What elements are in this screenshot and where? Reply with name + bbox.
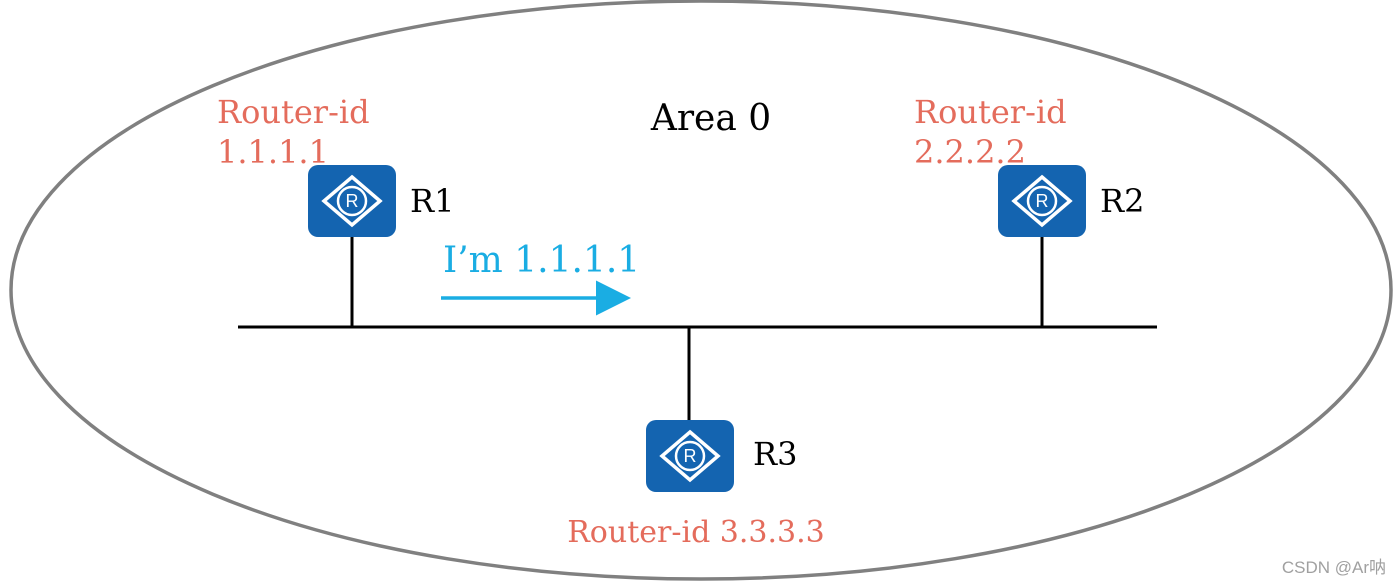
router-r2-label: R2 — [1100, 182, 1144, 220]
router-r1: R1 Router-id 1.1.1.1 — [217, 93, 454, 239]
router-r2-id-value: 2.2.2.2 — [914, 133, 1026, 171]
router-r1-label: R1 — [410, 182, 454, 220]
router-r3: R3 Router-id 3.3.3.3 — [567, 418, 825, 550]
router-r3-id: Router-id 3.3.3.3 — [567, 515, 825, 550]
watermark: CSDN @Ar呐 — [1282, 558, 1386, 577]
router-r1-id-value: 1.1.1.1 — [217, 133, 329, 171]
router-icon — [306, 163, 398, 239]
router-r3-label: R3 — [753, 435, 797, 473]
router-r2-id-label: Router-id — [914, 93, 1067, 131]
hello-message-text: I’m 1.1.1.1 — [443, 240, 640, 281]
router-icon — [644, 418, 736, 494]
router-r2: R2 Router-id 2.2.2.2 — [914, 93, 1144, 239]
area-boundary — [9, 0, 1393, 581]
router-icon — [996, 163, 1088, 239]
router-r1-id-label: Router-id — [217, 93, 370, 131]
hello-message: I’m 1.1.1.1 — [441, 240, 640, 316]
area-label: Area 0 — [650, 98, 771, 139]
